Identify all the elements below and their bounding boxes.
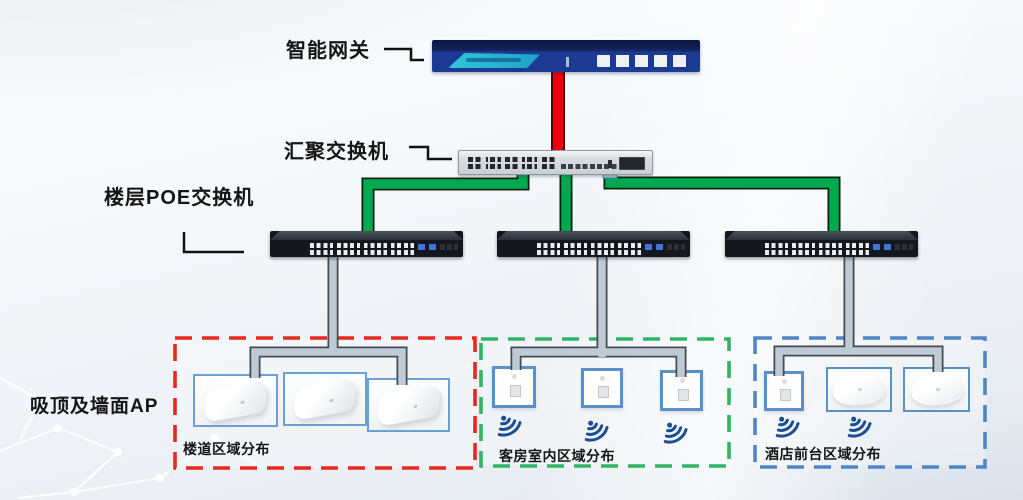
switch-port-row bbox=[468, 164, 556, 169]
gateway-label: 智能网关 bbox=[286, 40, 370, 62]
sfp-ports bbox=[667, 244, 685, 250]
zone-guest-room-label: 客房室内区域分布 bbox=[499, 448, 615, 464]
ceiling-ap-box bbox=[283, 372, 367, 426]
gateway-led bbox=[566, 57, 569, 67]
ap-caption-label: 吸顶及墙面AP bbox=[30, 396, 159, 417]
aggregation-switch-label: 汇聚交换机 bbox=[284, 141, 389, 163]
wifi-icon bbox=[577, 414, 611, 444]
switch-port-row bbox=[468, 157, 556, 162]
uplink-ports bbox=[418, 244, 436, 250]
poe-switch-right bbox=[725, 231, 918, 257]
ceiling-ap-box bbox=[367, 378, 450, 432]
sfp-port-row bbox=[561, 164, 617, 169]
console-port bbox=[608, 160, 612, 168]
ceiling-dome-ap-box bbox=[826, 367, 892, 412]
gateway-brand-swoosh bbox=[448, 53, 540, 68]
wall-ap-icon bbox=[581, 368, 623, 408]
aggregation-switch-device bbox=[458, 150, 653, 175]
uplink-ports bbox=[645, 244, 663, 250]
sfp-ports bbox=[895, 244, 913, 250]
floor-poe-switch-label: 楼层POE交换机 bbox=[104, 187, 255, 209]
zone-front-desk-label: 酒店前台区域分布 bbox=[765, 446, 881, 462]
gateway-ethernet-ports bbox=[597, 55, 690, 67]
sfp-ports bbox=[440, 244, 458, 250]
gateway-device bbox=[432, 40, 700, 72]
wifi-icon bbox=[768, 410, 802, 440]
poe-switch-middle bbox=[497, 231, 690, 257]
poe-switch-left bbox=[270, 231, 463, 257]
zone-corridor-label: 楼道区域分布 bbox=[183, 441, 270, 457]
uplink-ports bbox=[873, 244, 891, 250]
wifi-icon bbox=[490, 409, 524, 439]
wifi-icon bbox=[840, 410, 874, 440]
ceiling-ap-box bbox=[193, 374, 278, 427]
power-module bbox=[619, 157, 645, 170]
wifi-icon bbox=[656, 416, 690, 446]
